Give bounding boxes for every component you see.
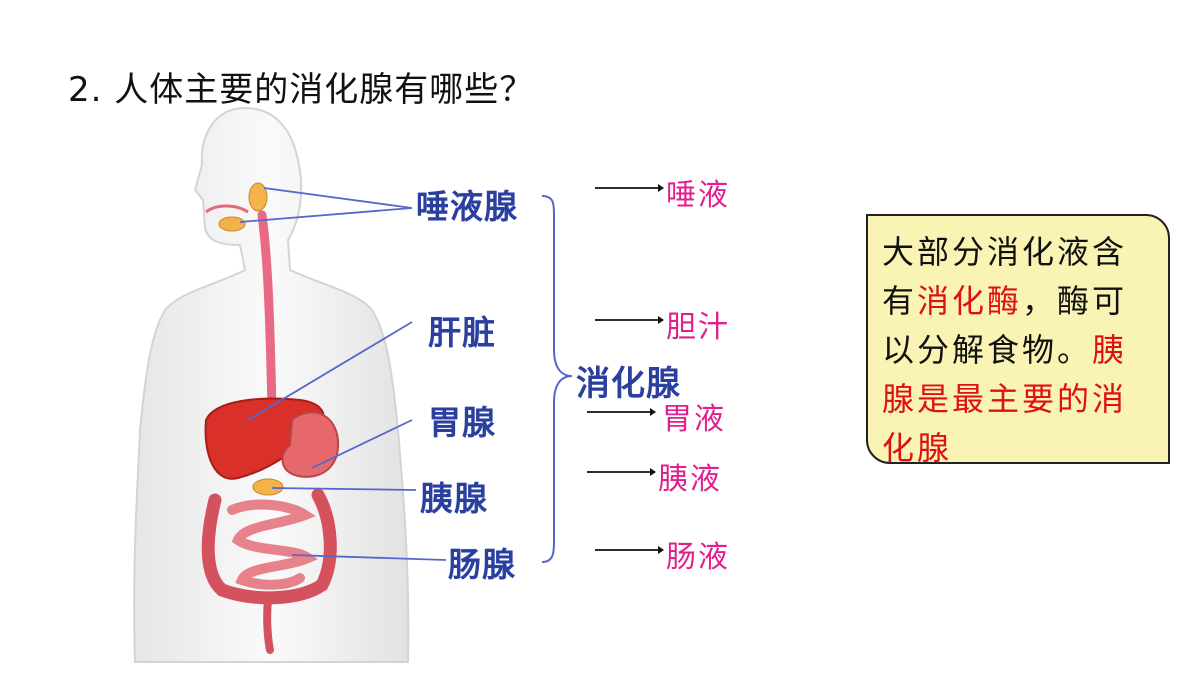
arrow-intestinal-head (658, 546, 664, 554)
arrow-pancreatic-head (650, 468, 656, 476)
juice-saliva: 唾液 (666, 178, 730, 213)
label-intestinal-gland: 肠腺 (448, 545, 516, 584)
brace (541, 195, 573, 563)
leader-line-gastric (311, 419, 413, 469)
juice-bile: 胆汁 (666, 310, 730, 345)
leader-line-liver (247, 321, 413, 421)
label-gastric-gland: 胃腺 (428, 403, 496, 442)
esophagus (257, 210, 277, 415)
pancreas (252, 478, 284, 496)
juice-pancreatic: 胰液 (658, 462, 722, 497)
note-text-part2: ，酶可以分解食物。 (882, 282, 1128, 369)
label-liver: 肝脏 (428, 313, 496, 352)
note-box: 大部分消化液含有消化酶，酶可以分解食物。胰腺是最主要的消化腺 (866, 214, 1170, 467)
salivary-gland-upper (248, 182, 268, 212)
leader-line-intestinal (291, 554, 447, 561)
note-text-part1: 大部分消化液含有 (882, 233, 1128, 320)
label-pancreas: 胰腺 (420, 479, 488, 518)
label-digestive-glands: 消化腺 (576, 364, 681, 404)
leader-line-pancreas (271, 487, 417, 491)
stomach (281, 411, 340, 478)
question-title: 2. 人体主要的消化腺有哪些？ (68, 70, 535, 110)
arrow-bile-head (658, 316, 664, 324)
salivary-gland-lower (218, 216, 246, 232)
juice-gastric: 胃液 (662, 402, 726, 437)
note-highlight-pancreas: 胰腺是最主要的消化腺 (882, 331, 1128, 467)
leader-line-salivary-lower (239, 207, 413, 223)
arrow-saliva-head (658, 184, 664, 192)
note-highlight-enzyme: 消化酶 (917, 282, 1023, 320)
rectum (263, 596, 274, 654)
large-intestine (201, 488, 337, 605)
juice-intestinal: 肠液 (666, 540, 730, 575)
label-salivary-gland: 唾液腺 (416, 187, 518, 226)
leader-line-salivary-upper (263, 187, 413, 209)
arrow-gastric-head (650, 408, 656, 416)
mouth (205, 204, 249, 214)
small-intestine (227, 499, 318, 590)
